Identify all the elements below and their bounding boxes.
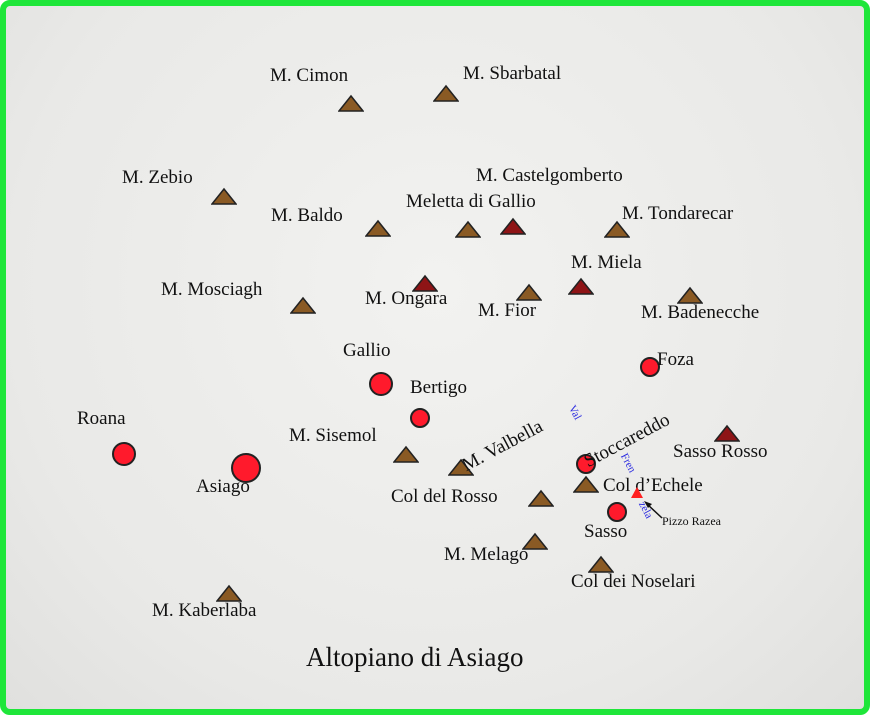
peak-label: M. Cimon [270,65,349,86]
town-marker-icon [607,502,627,522]
peak-label: M. Badenecche [641,302,760,323]
peak-label: M. Mosciagh [161,279,263,300]
pizzo-razea-label: Pizzo Razea [662,514,721,528]
peak-label: M. Kaberlaba [152,600,257,621]
peak-label: M. Baldo [271,205,343,226]
town-marker-icon [576,454,596,474]
peak-label: M. Miela [571,252,642,273]
town-marker-icon [640,357,660,377]
peak-label: M. Castelgomberto [476,165,623,186]
town-marker-icon [112,442,136,466]
peak-label: M. Ongara [365,288,448,309]
peak-label: Col dei Noselari [571,571,696,592]
town-marker-icon [231,453,261,483]
peak-label: Meletta di Gallio [406,191,536,212]
town-label: Gallio [343,340,391,361]
town-label: Bertigo [410,377,467,398]
pizzo-razea-marker [631,487,663,519]
town-marker-icon [369,372,393,396]
peak-label: Col del Rosso [391,486,498,507]
town-label: Foza [657,349,694,370]
town-marker-icon [410,408,430,428]
town-label: Roana [77,408,126,429]
peak-label: M. Tondarecar [622,203,734,224]
peak-label: M. Sbarbatal [463,63,562,84]
peak-label: M. Sisemol [289,425,377,446]
town-label: Asiago [196,476,250,497]
town-label: Sasso [584,521,628,542]
peak-label: M. Fior [478,300,537,321]
peak-label: Col d’Echele [603,475,703,496]
peak-label: M. Zebio [122,167,193,188]
map-title: Altopiano di Asiago [306,642,524,672]
peak-label: M. Melago [444,544,529,565]
peak-label: Sasso Rosso [673,441,768,462]
